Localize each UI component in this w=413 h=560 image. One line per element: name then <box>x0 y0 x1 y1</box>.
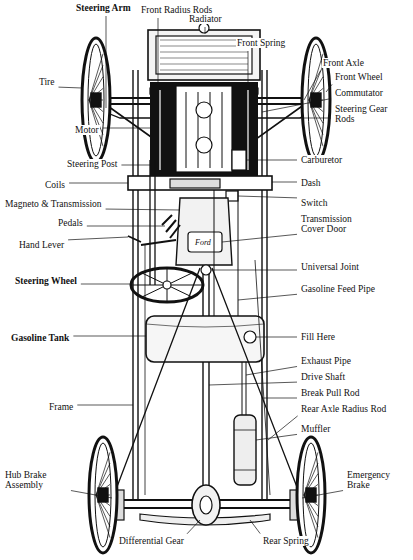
leader-line <box>326 84 332 92</box>
part-label: Coils <box>44 180 66 190</box>
part-label: Exhaust Pipe <box>300 356 352 366</box>
part-label: Drive Shaft <box>300 372 346 382</box>
leader-line <box>87 226 165 227</box>
part-label: Emergency Brake <box>346 470 404 490</box>
leader-line <box>121 165 150 166</box>
part-label: Break Pull Rod <box>300 388 361 398</box>
part-label: Fill Here <box>300 332 336 342</box>
part-label: Radiator <box>188 14 223 24</box>
leader-line <box>238 196 297 198</box>
part-label: Dash <box>300 178 322 188</box>
part-label: Gasoline Tank <box>10 333 70 343</box>
part-label: Front Spring <box>236 38 286 48</box>
part-label: Rear Axle Radius Rod <box>300 404 387 414</box>
part-label: Tire <box>38 77 56 87</box>
part-label: Rear Spring <box>262 536 310 546</box>
leader-line <box>304 71 321 100</box>
leader-line <box>103 128 150 129</box>
leader-line <box>73 336 146 337</box>
leader-line <box>106 16 107 108</box>
part-label: Steering Post <box>66 159 118 169</box>
part-label: Carburetor <box>300 155 343 165</box>
leader-line <box>222 234 297 242</box>
part-label: Frame <box>48 402 74 412</box>
wheel <box>89 437 117 553</box>
part-label: Front Wheel <box>334 72 384 82</box>
leader-line <box>246 366 297 375</box>
leader-line <box>106 209 180 211</box>
leader-line <box>262 398 297 399</box>
maker-mark: Ford <box>194 238 212 248</box>
leader-line <box>302 491 343 498</box>
wheel <box>302 38 330 162</box>
part-label: Gasoline Feed Pipe <box>300 284 376 294</box>
part-label: Switch <box>300 198 328 208</box>
part-label: Hub Brake Assembly <box>4 470 68 490</box>
leader-line <box>211 270 297 271</box>
part-label: Front Axle <box>322 58 365 68</box>
leader-line <box>248 51 249 86</box>
part-label: Universal Joint <box>300 262 360 272</box>
leader-line <box>187 520 200 534</box>
leader-line <box>77 405 133 406</box>
leader-line <box>250 520 260 534</box>
part-label: Steering Arm <box>75 3 132 13</box>
leader-line <box>272 182 297 183</box>
part-label: Magneto & Transmission <box>4 199 103 209</box>
leader-line <box>205 27 206 34</box>
part-label: Pedals <box>57 218 84 228</box>
part-label: Differential Gear <box>118 536 185 546</box>
leader-line <box>68 237 128 240</box>
part-label: Motor <box>74 125 100 135</box>
leader-line <box>58 87 82 89</box>
part-label: Transmission Cover Door <box>300 214 368 234</box>
part-label: Hand Lever <box>18 240 65 250</box>
leader-line <box>81 284 131 285</box>
leader-line <box>71 491 112 498</box>
leader-line <box>256 434 297 440</box>
part-label: Muffler <box>300 424 331 434</box>
leader-line <box>246 160 297 161</box>
leader-line <box>209 382 297 385</box>
part-label: Steering Wheel <box>14 276 78 286</box>
leader-line <box>256 337 297 338</box>
leader-line <box>300 118 331 119</box>
part-label: Commutator <box>334 88 384 98</box>
leader-line <box>158 18 159 112</box>
leader-line <box>69 183 128 184</box>
leader-line <box>262 99 331 112</box>
leader-line <box>238 294 297 300</box>
part-label: Steering Gear Rods <box>334 104 400 124</box>
